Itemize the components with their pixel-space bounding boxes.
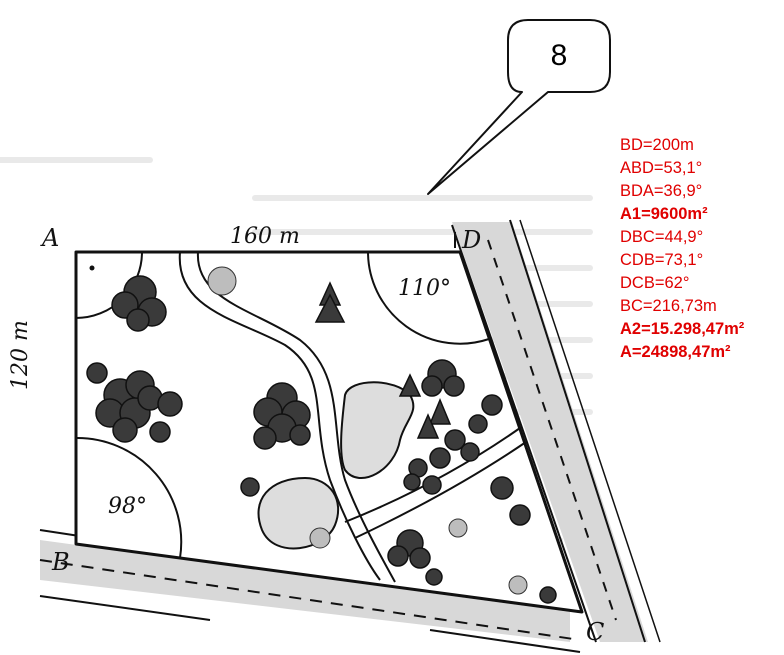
road-right (451, 219, 661, 643)
point-b-label: B (52, 548, 70, 576)
right-angle-dot (89, 265, 95, 271)
results-list: BD=200m ABD=53,1° BDA=36,9° A1=9600m² DB… (620, 134, 744, 364)
result-a2: A2=15.298,47m² (620, 320, 745, 338)
result-bd: BD=200m (620, 136, 694, 154)
result-dbc: DBC=44,9° (620, 228, 704, 246)
trees (86, 275, 557, 604)
point-d-label: D (462, 226, 482, 254)
result-total-area: A=24898,47m² (620, 343, 731, 361)
top-side-length: 160 m (230, 224, 300, 249)
result-bc: BC=216,73m (620, 297, 717, 315)
left-side-length: 120 m (8, 320, 33, 390)
angle-arc-d (367, 251, 490, 345)
result-bda: BDA=36,9° (620, 182, 703, 200)
callout-bubble (427, 19, 611, 195)
callout-number: 8 (550, 39, 568, 72)
result-a1: A1=9600m² (620, 205, 708, 223)
angle-arc-b (75, 436, 183, 559)
result-dcb: DCB=62° (620, 274, 690, 292)
angle-d-label: 110° (398, 276, 451, 301)
angle-b-label: 98° (108, 494, 147, 519)
point-c-label: C (586, 618, 605, 646)
shrubs-light (207, 266, 528, 595)
point-a-label: A (42, 224, 60, 252)
footpaths (178, 251, 527, 583)
result-abd: ABD=53,1° (620, 159, 703, 177)
result-cdb: CDB=73,1° (620, 251, 704, 269)
